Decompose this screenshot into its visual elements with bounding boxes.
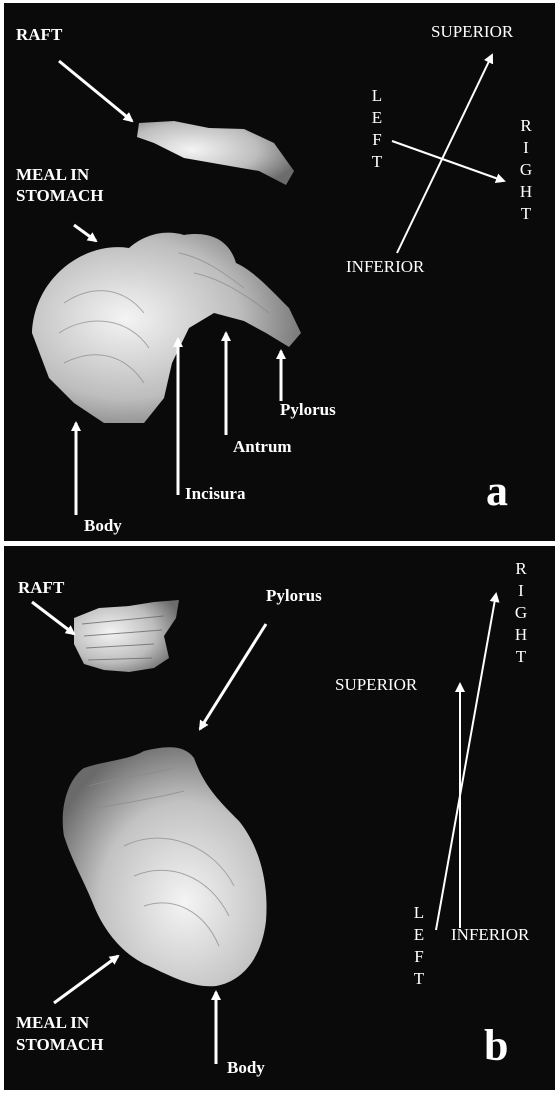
- orientation-inferior: INFERIOR: [451, 926, 529, 944]
- label-meal-line2: STOMACH: [16, 186, 104, 205]
- label-pylorus: Pylorus: [266, 586, 322, 605]
- panel-a-drawing: [4, 3, 555, 541]
- orientation-left: LEFT: [370, 85, 384, 173]
- label-raft: RAFT: [16, 25, 62, 44]
- panel-a: RAFT MEAL IN STOMACH Pylorus Antrum Inci…: [4, 3, 555, 541]
- panel-b-drawing: [4, 546, 555, 1090]
- panel-b: RAFT Pylorus MEAL IN STOMACH Body SUPERI…: [4, 546, 555, 1090]
- raft-shape: [137, 121, 294, 185]
- label-pylorus: Pylorus: [280, 400, 336, 419]
- orientation-right: RIGHT: [514, 558, 528, 668]
- arrow-pylorus: [200, 624, 266, 729]
- stomach-shape: [32, 233, 301, 423]
- orientation-right: RIGHT: [519, 115, 533, 225]
- label-incisura: Incisura: [185, 484, 245, 503]
- label-antrum: Antrum: [233, 437, 292, 456]
- orientation-right-axis: [436, 594, 496, 930]
- label-body: Body: [227, 1058, 265, 1077]
- orientation-inferior: INFERIOR: [346, 258, 424, 276]
- orientation-superior: SUPERIOR: [335, 676, 417, 694]
- arrow-meal: [54, 956, 118, 1003]
- orientation-superior: SUPERIOR: [431, 23, 513, 41]
- stomach-shape: [63, 747, 267, 986]
- arrow-meal: [74, 225, 96, 241]
- orientation-superior-axis: [397, 55, 492, 253]
- orientation-left: LEFT: [412, 902, 426, 990]
- panel-letter: a: [486, 469, 508, 513]
- panel-letter: b: [484, 1024, 508, 1068]
- arrow-raft: [32, 602, 74, 634]
- arrow-raft: [59, 61, 132, 121]
- label-meal-line1: MEAL IN: [16, 165, 89, 184]
- label-body: Body: [84, 516, 122, 535]
- label-meal-line2: STOMACH: [16, 1035, 104, 1054]
- label-meal-line1: MEAL IN: [16, 1013, 89, 1032]
- label-raft: RAFT: [18, 578, 64, 597]
